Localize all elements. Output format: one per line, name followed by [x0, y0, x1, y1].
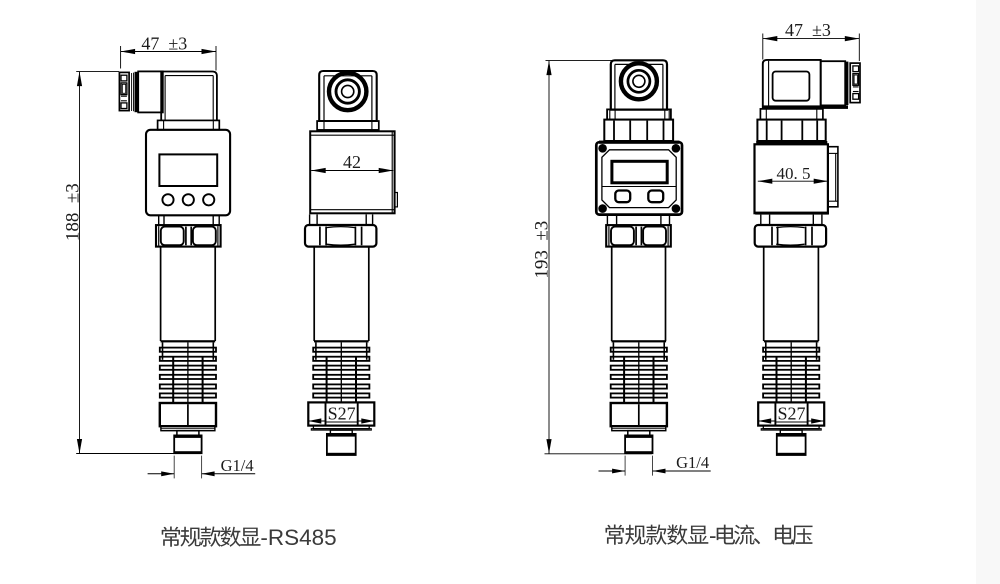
svg-text:-RS485: -RS485 [260, 525, 336, 550]
svg-text:42: 42 [343, 152, 361, 172]
svg-text:-: - [709, 523, 717, 548]
svg-text:G1/4: G1/4 [676, 453, 709, 472]
svg-text:47 ±3: 47 ±3 [141, 33, 187, 53]
svg-text:188 ±3: 188 ±3 [63, 183, 84, 241]
svg-text:47 ±3: 47 ±3 [785, 20, 831, 40]
svg-text:S27: S27 [328, 403, 356, 423]
svg-text:G1/4: G1/4 [221, 456, 254, 475]
svg-text:40. 5: 40. 5 [777, 164, 811, 183]
svg-text:193 ±3: 193 ±3 [532, 221, 553, 279]
svg-text:S27: S27 [777, 403, 805, 423]
